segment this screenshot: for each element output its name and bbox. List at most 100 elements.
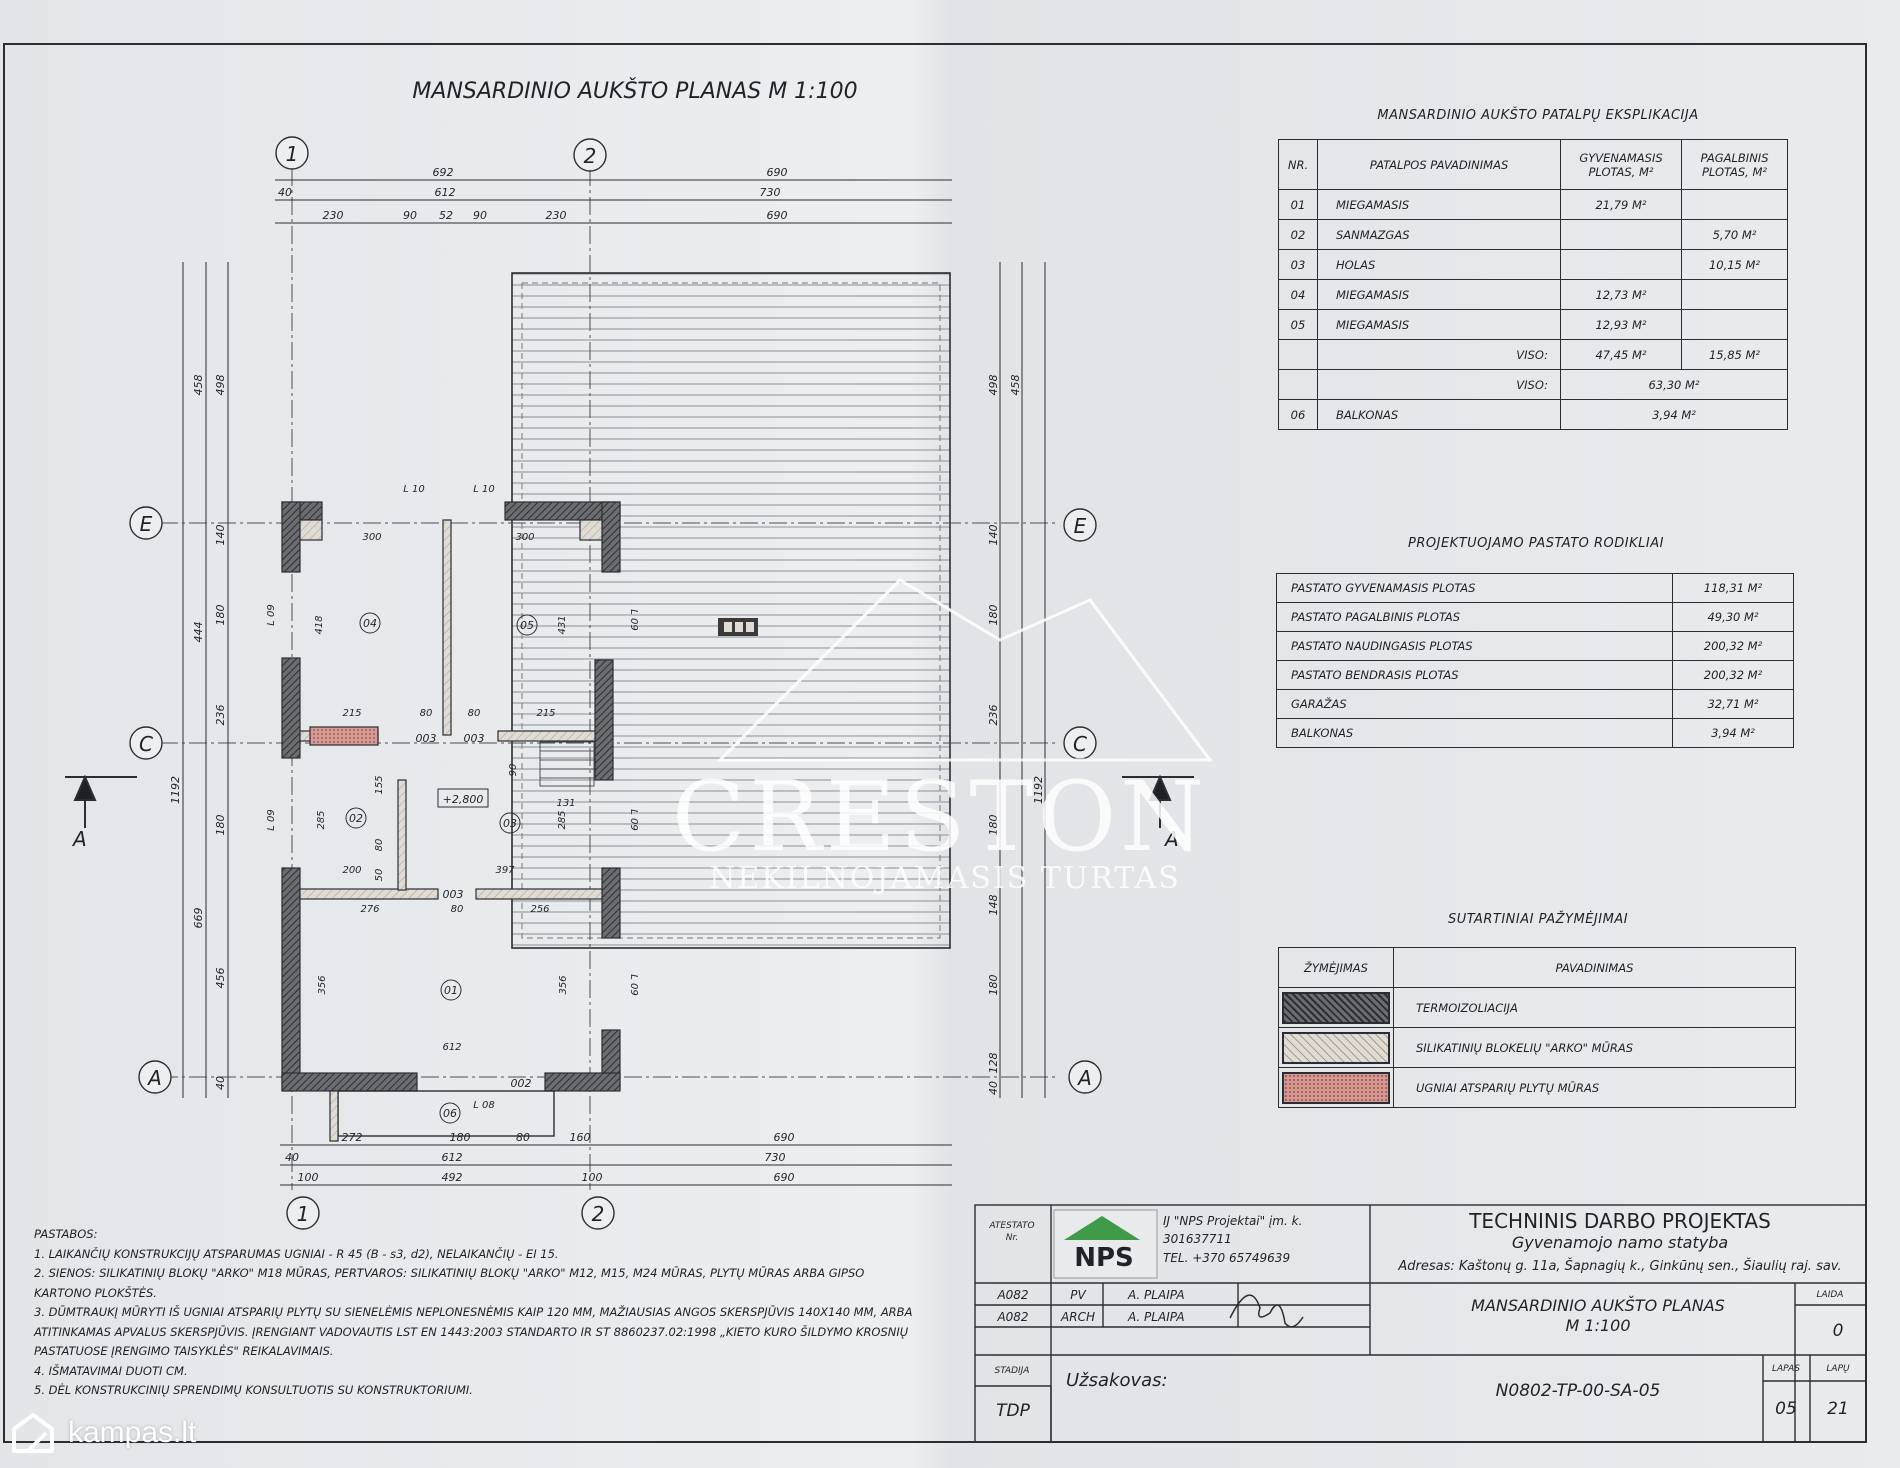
svg-text:L 09: L 09 (266, 809, 277, 830)
sheet-scale: M 1:100 (1566, 1316, 1631, 1335)
svg-text:40: 40 (278, 186, 292, 199)
svg-text:TEL. +370 65749639: TEL. +370 65749639 (1163, 1251, 1290, 1265)
notes-section: PASTABOS: 1. LAIKANČIŲ KONSTRUKCIJŲ ATSP… (34, 1225, 974, 1401)
svg-text:690: 690 (774, 1131, 795, 1144)
sheet-frame (3, 43, 1867, 1443)
note-line: KARTONO PLOKŠTĖS. (34, 1285, 157, 1300)
note-line: 4. IŠMATAVIMAI DUOTI CM. (34, 1363, 188, 1378)
svg-text:140: 140 (214, 525, 227, 546)
svg-text:160: 160 (570, 1131, 591, 1144)
room-03-marker: 03 (503, 817, 517, 830)
svg-text:431: 431 (557, 615, 568, 634)
svg-text:LAIDA: LAIDA (1817, 1290, 1844, 1300)
svg-text:418: 418 (314, 615, 325, 634)
legend-swatch-silicate (1282, 1031, 1390, 1064)
svg-text:456: 456 (214, 968, 227, 989)
svg-text:458: 458 (1009, 375, 1022, 396)
document-code: N0802-TP-00-SA-05 (1496, 1381, 1661, 1401)
svg-text:90: 90 (473, 209, 487, 222)
axis-1-top: 1 (286, 142, 299, 166)
floor-level: +2,800 (443, 793, 484, 806)
explication-table: NR. PATALPOS PAVADINIMAS GYVENAMASIS PLO… (1278, 139, 1788, 430)
svg-text:692: 692 (433, 166, 454, 179)
svg-text:612: 612 (442, 1042, 461, 1053)
svg-text:40: 40 (214, 1076, 227, 1090)
svg-text:730: 730 (765, 1151, 786, 1164)
svg-text:612: 612 (435, 186, 456, 199)
laida-value: 0 (1833, 1321, 1844, 1341)
svg-text:A. PLAIPA: A. PLAIPA (1127, 1310, 1185, 1324)
svg-text:STADIJA: STADIJA (995, 1366, 1030, 1376)
svg-text:CRESTON: CRESTON (672, 761, 1208, 873)
svg-text:L 10: L 10 (473, 484, 494, 495)
svg-text:NPS: NPS (1074, 1243, 1134, 1273)
svg-text:215: 215 (536, 708, 555, 719)
svg-text:690: 690 (767, 209, 788, 222)
top-dimensions (275, 179, 952, 224)
svg-text:A082: A082 (996, 1310, 1028, 1324)
project-subtitle: Gyvenamojo namo statyba (1512, 1233, 1728, 1252)
svg-text:236: 236 (214, 705, 227, 726)
stairs (539, 741, 595, 787)
svg-text:L 09: L 09 (628, 809, 639, 830)
section-a-left: A (71, 827, 87, 851)
project-title: TECHNINIS DARBO PROJEKTAS (1468, 1209, 1771, 1233)
svg-text:356: 356 (558, 975, 569, 994)
legend-swatch-thermo (1282, 991, 1390, 1024)
signature (1229, 1294, 1304, 1328)
svg-text:180: 180 (214, 815, 227, 836)
indicators-section: PROJEKTUOJAMO PASTATO RODIKLIAI PASTATO … (1276, 536, 1796, 748)
svg-text:PV: PV (1070, 1288, 1086, 1302)
svg-text:140: 140 (987, 525, 1000, 546)
svg-text:002: 002 (511, 1077, 532, 1090)
svg-text:1192: 1192 (169, 776, 182, 804)
svg-text:272: 272 (342, 1131, 363, 1144)
svg-text:669: 669 (192, 908, 205, 929)
svg-text:LAPAS: LAPAS (1772, 1364, 1800, 1374)
svg-text:444: 444 (192, 622, 205, 643)
svg-text:498: 498 (987, 375, 1000, 396)
svg-text:236: 236 (987, 705, 1000, 726)
room-04-marker: 04 (363, 617, 377, 630)
svg-text:131: 131 (556, 798, 575, 809)
bottom-dimensions (280, 1144, 952, 1186)
svg-text:003: 003 (464, 732, 485, 745)
room-06-marker: 06 (443, 1107, 457, 1120)
svg-text:NEKILNOJAMASIS TURTAS: NEKILNOJAMASIS TURTAS (709, 861, 1181, 896)
svg-text:285: 285 (316, 810, 327, 829)
svg-text:230: 230 (546, 209, 567, 222)
axis-a-right: A (1076, 1066, 1092, 1090)
note-line: 2. SIENOS: SILIKATINIŲ BLOKŲ "ARKO" M18 … (34, 1266, 865, 1280)
svg-text:301637711: 301637711 (1163, 1232, 1232, 1246)
svg-text:128: 128 (987, 1053, 1000, 1074)
legend-title: SUTARTINIAI PAŽYMĖJIMAI (1447, 912, 1629, 927)
lapu-value: 21 (1827, 1399, 1849, 1419)
svg-text:397: 397 (495, 865, 515, 876)
svg-text:180: 180 (987, 975, 1000, 996)
plan-title: MANSARDINIO AUKŠTO PLANAS M 1:100 (412, 78, 857, 104)
room-05-marker: 05 (520, 619, 534, 632)
kampas-badge[interactable]: kampas.lt (8, 1410, 196, 1456)
svg-text:492: 492 (442, 1171, 463, 1184)
note-line: 3. DŪMTRAUKĮ MŪRYTI IŠ UGNIAI ATSPARIŲ P… (34, 1305, 913, 1319)
svg-text:215: 215 (342, 708, 361, 719)
svg-text:356: 356 (317, 975, 328, 994)
svg-text:LAPŲ: LAPŲ (1826, 1364, 1850, 1374)
note-line: PASTATUOSE ĮRENGIMO TAISYKLĖS" REIKALAVI… (34, 1344, 334, 1358)
plan-walls (281, 501, 621, 1142)
svg-text:80: 80 (468, 708, 481, 719)
right-dimensions (999, 262, 1046, 1098)
svg-text:L 08: L 08 (473, 1100, 494, 1111)
svg-text:L 09: L 09 (628, 974, 639, 995)
notes-title: PASTABOS: (34, 1227, 98, 1241)
svg-text:690: 690 (767, 166, 788, 179)
svg-text:50: 50 (374, 869, 385, 882)
axis-a-left: A (146, 1066, 162, 1090)
svg-text:100: 100 (298, 1171, 319, 1184)
title-block-frame (974, 1204, 1867, 1443)
svg-text:L 09: L 09 (628, 609, 639, 630)
svg-text:276: 276 (360, 904, 379, 915)
